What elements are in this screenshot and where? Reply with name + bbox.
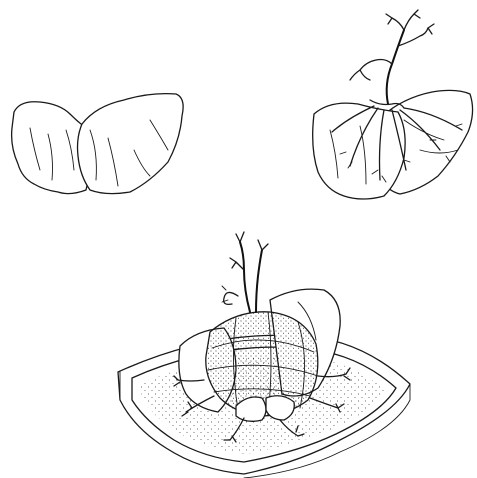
panel-tree-on-stones	[313, 10, 473, 199]
panel-planted-in-tray	[118, 232, 410, 478]
panel-stones-arranged	[12, 94, 184, 194]
front-stone	[313, 103, 405, 199]
planted-tree	[222, 232, 268, 312]
tree-trunk	[350, 10, 434, 104]
right-stone	[78, 94, 184, 194]
